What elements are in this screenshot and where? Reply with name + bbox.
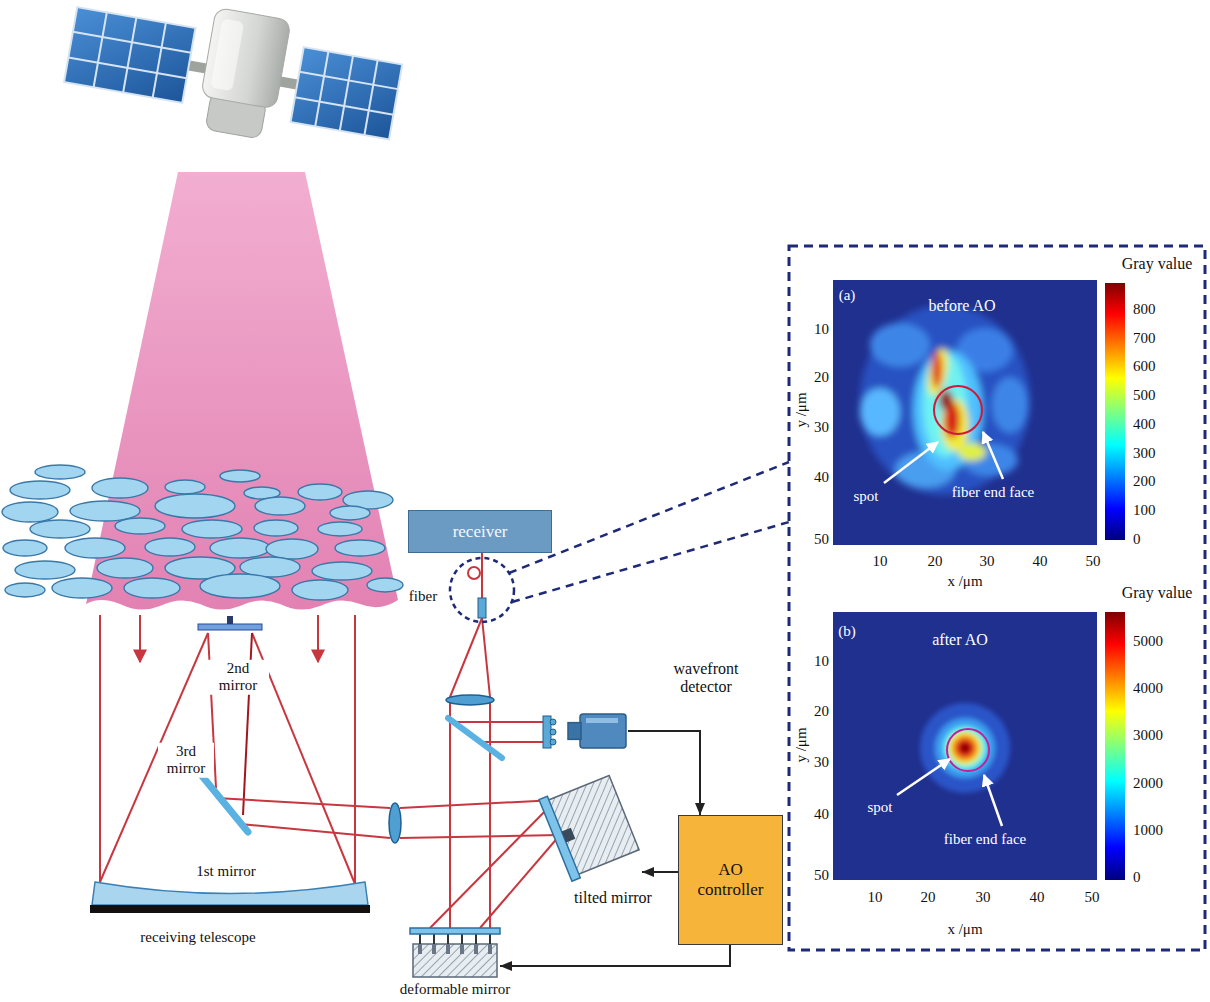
part-label: receiving telescope xyxy=(140,929,255,946)
panel-title: before AO xyxy=(928,297,995,315)
colorbar-tick: 500 xyxy=(1133,387,1156,404)
control-arrow xyxy=(628,731,700,815)
ao-controller: AO controller xyxy=(678,815,783,945)
part-label: 1st mirror xyxy=(194,863,258,880)
tick-label: 10 xyxy=(814,653,829,670)
tick-label: 30 xyxy=(814,754,829,771)
control-arrow xyxy=(642,871,678,873)
tick-label: 20 xyxy=(814,369,829,386)
axis-label: y /μm xyxy=(793,392,810,427)
deformable-mirror-symbol xyxy=(410,928,500,978)
tilted-mirror-symbol xyxy=(545,765,642,885)
tick-label: 30 xyxy=(980,553,995,570)
colorbar-tick: 200 xyxy=(1133,473,1156,490)
tick-label: 40 xyxy=(814,806,829,823)
colorbar-tick: 1000 xyxy=(1133,822,1163,839)
axis-label: x /μm xyxy=(947,573,982,590)
tick-label: 10 xyxy=(868,889,883,906)
tick-label: 50 xyxy=(814,867,829,884)
tick-label: 50 xyxy=(1085,889,1100,906)
panel-tag: (b) xyxy=(838,623,856,640)
node-label: receiver xyxy=(453,522,508,542)
annotation: fiber end face xyxy=(952,484,1034,501)
axis-label: y /μm xyxy=(793,727,810,762)
node-caption: wavefront detector xyxy=(660,660,752,697)
annotation: fiber end face xyxy=(944,831,1026,848)
tick-label: 50 xyxy=(814,531,829,548)
wavefront-detector: wavefront detector xyxy=(566,712,628,750)
tilted-mirror: tilted mirror xyxy=(545,765,642,885)
node-caption: deformable mirror xyxy=(385,981,525,998)
tick-label: 20 xyxy=(928,553,943,570)
part-name: tilted mirror xyxy=(557,889,669,907)
colorbar-tick: 300 xyxy=(1133,445,1156,462)
node-caption: tilted mirror xyxy=(557,889,669,907)
tick-label: 20 xyxy=(921,889,936,906)
colorbar-tick: 0 xyxy=(1133,531,1141,548)
part-name: wavefront detector xyxy=(660,660,752,697)
colorbar-tick: 100 xyxy=(1133,502,1156,519)
colorbar-tick: 5000 xyxy=(1133,633,1163,650)
part-name: deformable mirror xyxy=(385,981,525,998)
colorbar-tick: 700 xyxy=(1133,330,1156,347)
part-label: 2nd mirror xyxy=(207,660,269,695)
tick-label: 40 xyxy=(814,469,829,486)
deformable-mirror: deformable mirror xyxy=(410,928,500,978)
annotation: spot xyxy=(853,488,878,505)
wavefront-detector-symbol xyxy=(566,712,628,750)
axis-label: x /μm xyxy=(947,921,982,938)
colorbar-title: Gray value xyxy=(1122,584,1193,602)
colorbar-tick: 600 xyxy=(1133,358,1156,375)
control-arrow xyxy=(500,945,730,966)
colorbar-tick: 3000 xyxy=(1133,727,1163,744)
node-text: receiver xyxy=(453,522,508,542)
tick-label: 50 xyxy=(1086,553,1101,570)
tick-label: 10 xyxy=(814,321,829,338)
part-label: 3rd mirror xyxy=(158,743,214,778)
tick-label: 10 xyxy=(873,553,888,570)
part-label: fiber xyxy=(409,588,437,605)
colorbar-tick: 400 xyxy=(1133,416,1156,433)
panel-title: after AO xyxy=(932,631,988,649)
tick-label: 40 xyxy=(1033,553,1048,570)
colorbar-tick: 4000 xyxy=(1133,680,1163,697)
receiver-box: receiver xyxy=(408,510,552,553)
colorbar-tick: 800 xyxy=(1133,301,1156,318)
annotation: spot xyxy=(867,799,892,816)
node-text: AO controller xyxy=(688,860,774,899)
colorbar-title: Gray value xyxy=(1122,255,1193,273)
colorbar-tick: 0 xyxy=(1133,869,1141,886)
tick-label: 30 xyxy=(976,889,991,906)
tick-label: 30 xyxy=(814,419,829,436)
tick-label: 40 xyxy=(1030,889,1045,906)
panel-tag: (a) xyxy=(839,287,856,304)
colorbar-tick: 2000 xyxy=(1133,775,1163,792)
node-label: AO controller xyxy=(688,860,774,899)
tick-label: 20 xyxy=(814,703,829,720)
